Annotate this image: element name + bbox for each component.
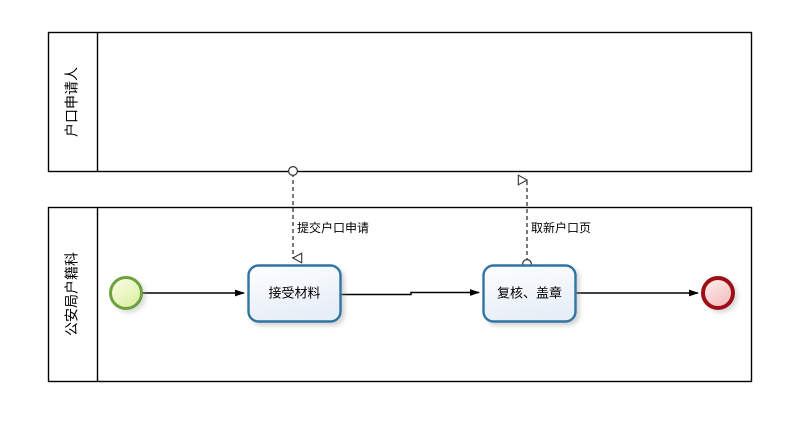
end-event-circle-icon [701,276,735,310]
pool-applicant-body [47,31,753,173]
end-event[interactable] [701,276,735,310]
sequence-flow-line [341,289,480,296]
message-flow-get-new-page-label: 取新户口页 [531,220,591,235]
pool-police-label: 公安局户籍科 [64,252,80,336]
start-event[interactable] [109,276,143,310]
sequence-flow-accept-to-review[interactable] [341,289,480,296]
message-flow-submit-application[interactable]: 提交户口申请 [288,166,369,258]
message-flow-source-circle-icon [288,166,299,177]
message-flow-submit-application-label: 提交户口申请 [297,220,369,235]
task-accept-materials[interactable]: 接受材料 [247,264,342,323]
task-accept-materials-label: 接受材料 [268,285,320,300]
task-accept-materials-box [247,264,342,323]
task-review-stamp-label: 复核、盖章 [497,285,562,300]
task-review-stamp-box [482,264,577,323]
pool-applicant[interactable]: 户口申请人 [47,31,753,173]
pool-applicant-label: 户口申请人 [64,67,80,137]
start-event-circle-icon [109,276,143,310]
task-review-stamp[interactable]: 复核、盖章 [482,264,577,323]
